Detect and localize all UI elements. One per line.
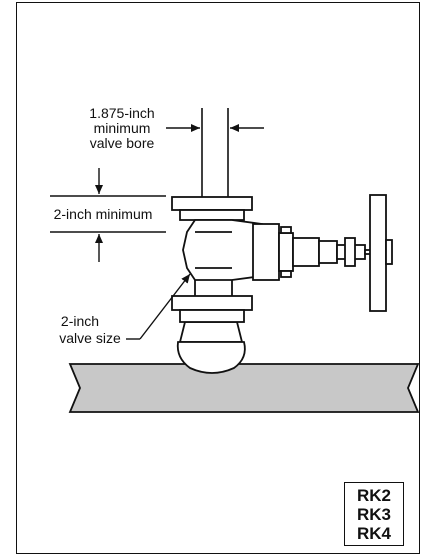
valve-body: [182, 219, 263, 281]
valve-bore-pipe: [201, 108, 229, 197]
weld-nozzle: [176, 321, 246, 374]
model-badge: RK2 RK3 RK4: [344, 482, 404, 546]
model-label: RK3: [356, 504, 391, 524]
model-label: RK2: [356, 485, 391, 505]
valve-bonnet: [252, 223, 372, 281]
bottom-flange: [171, 278, 253, 323]
bore-label-line1: 1.875-inch: [89, 105, 154, 121]
bore-label-line2: minimum: [94, 120, 151, 136]
valve-size-label-line2: valve size: [59, 330, 121, 346]
clearance-label: 2-inch minimum: [54, 206, 153, 222]
valve-size-label-line1: 2-inch: [61, 313, 99, 329]
handwheel: [369, 194, 393, 312]
diagram-frame: [16, 2, 420, 554]
bore-label-line3: valve bore: [90, 135, 155, 151]
clearance-dimension: [50, 168, 166, 262]
top-flange: [171, 196, 253, 221]
model-label: RK4: [356, 523, 391, 543]
valve-size-leader: [126, 273, 191, 340]
main-pipe: [68, 363, 420, 413]
